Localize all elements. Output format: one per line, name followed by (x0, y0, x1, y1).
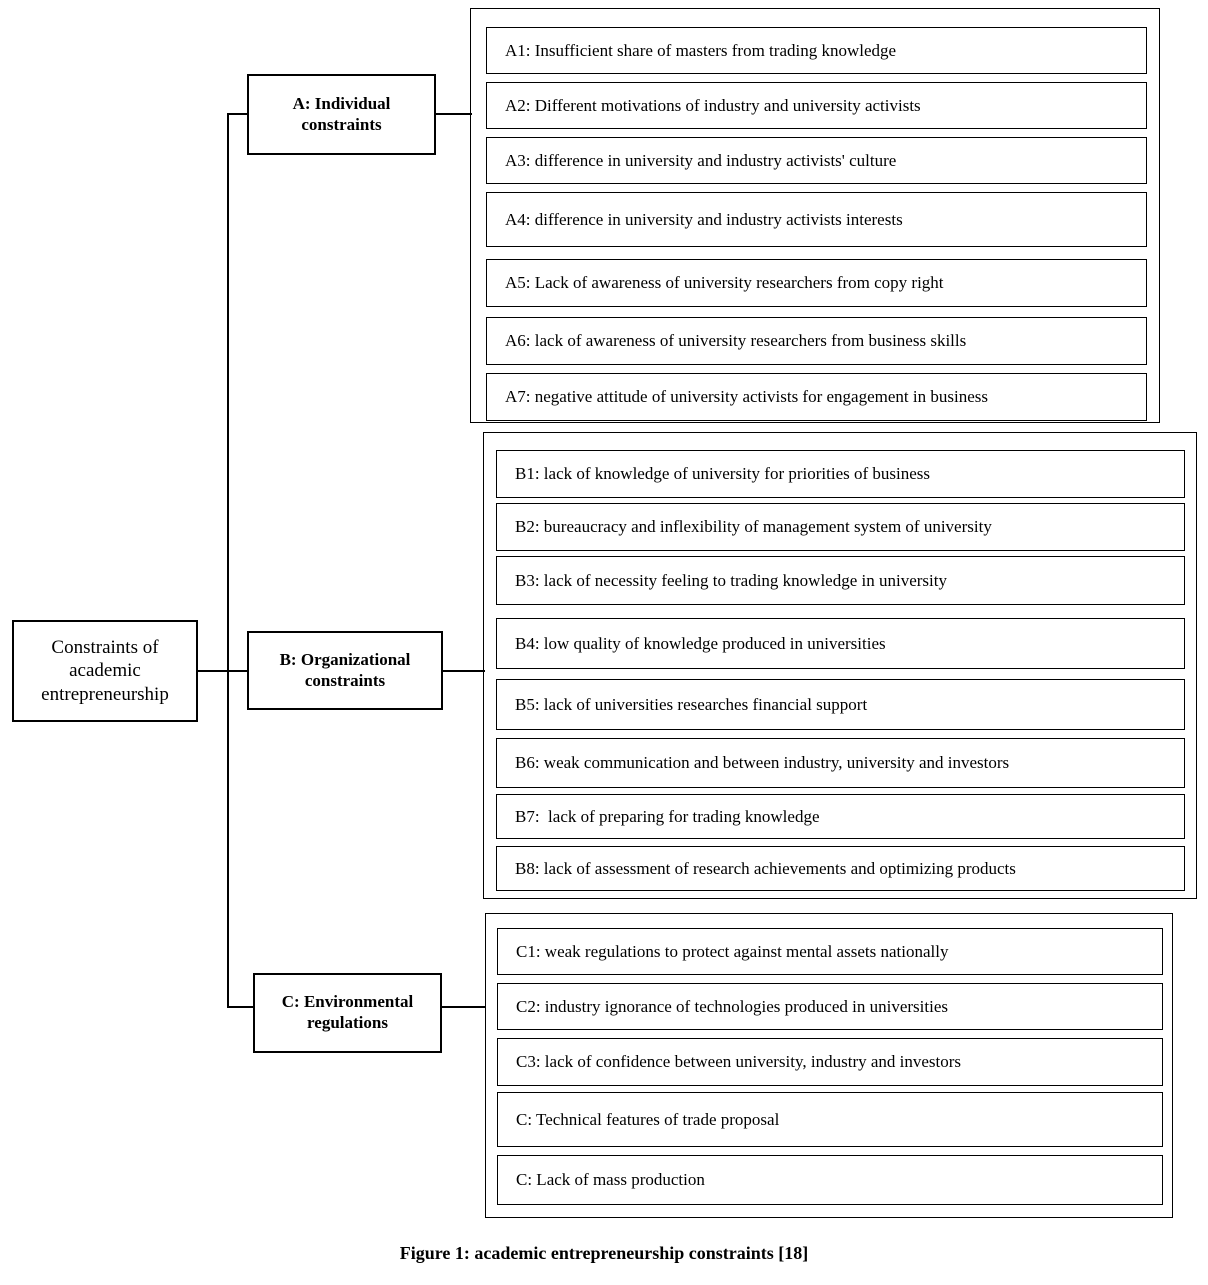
leaf-a1: A1: Insufficient share of masters from t… (486, 27, 1147, 74)
leaf-b3: B3: lack of necessity feeling to trading… (496, 556, 1185, 605)
branch-node-c-label: C: Environmental regulations (282, 992, 413, 1033)
connector-trunk-to-branch-b (227, 670, 248, 672)
leaf-a6: A6: lack of awareness of university rese… (486, 317, 1147, 365)
connector-branch-c-to-group (442, 1006, 486, 1008)
group-b-container (483, 432, 1197, 899)
branch-node-b: B: Organizational constraints (247, 631, 443, 710)
root-node-label: Constraints of academic entrepreneurship (41, 636, 169, 706)
connector-root-to-trunk (198, 670, 229, 672)
connector-trunk-vertical (227, 113, 229, 1008)
leaf-b5: B5: lack of universities researches fina… (496, 679, 1185, 730)
leaf-c5: C: Lack of mass production (497, 1155, 1163, 1205)
group-c-container (485, 913, 1173, 1218)
leaf-b6: B6: weak communication and between indus… (496, 738, 1185, 788)
leaf-b1: B1: lack of knowledge of university for … (496, 450, 1185, 498)
branch-node-a-line-1: A: Individual (292, 93, 391, 113)
figure-caption: Figure 1: academic entrepreneurship cons… (399, 1243, 809, 1263)
root-node-line-2: academic (69, 660, 141, 682)
connector-branch-b-to-group (443, 670, 485, 672)
branch-node-b-line-2: constraints (304, 670, 386, 690)
group-a-container (470, 8, 1160, 423)
leaf-a2: A2: Different motivations of industry an… (486, 82, 1147, 129)
leaf-b2: B2: bureaucracy and inflexibility of man… (496, 503, 1185, 551)
leaf-a3: A3: difference in university and industr… (486, 137, 1147, 184)
branch-node-c-line-1: C: Environmental (281, 992, 414, 1012)
leaf-b4: B4: low quality of knowledge produced in… (496, 618, 1185, 669)
root-node-line-1: Constraints of (51, 637, 159, 659)
leaf-b7: B7: lack of preparing for trading knowle… (496, 794, 1185, 839)
leaf-c2: C2: industry ignorance of technologies p… (497, 983, 1163, 1030)
leaf-c4: C: Technical features of trade proposal (497, 1092, 1163, 1147)
leaf-a7: A7: negative attitude of university acti… (486, 373, 1147, 421)
branch-node-c-line-2: regulations (307, 1013, 388, 1032)
branch-node-b-line-1: B: Organizational (279, 649, 411, 669)
branch-node-a-line-2: constraints (301, 114, 382, 134)
leaf-c3: C3: lack of confidence between universit… (497, 1038, 1163, 1086)
leaf-b8: B8: lack of assessment of research achie… (496, 846, 1185, 891)
leaf-a5: A5: Lack of awareness of university rese… (486, 259, 1147, 307)
branch-node-b-label: B: Organizational constraints (280, 650, 411, 691)
branch-node-c: C: Environmental regulations (253, 973, 442, 1053)
connector-branch-a-to-group (436, 113, 472, 115)
connector-trunk-to-branch-a (227, 113, 248, 115)
leaf-a4: A4: difference in university and industr… (486, 192, 1147, 247)
root-node-line-3: entrepreneurship (41, 683, 169, 705)
branch-node-a: A: Individual constraints (247, 74, 436, 155)
connector-trunk-to-branch-c (227, 1006, 254, 1008)
leaf-c1: C1: weak regulations to protect against … (497, 928, 1163, 975)
branch-node-a-label: A: Individual constraints (293, 94, 391, 135)
root-node: Constraints of academic entrepreneurship (12, 620, 198, 722)
